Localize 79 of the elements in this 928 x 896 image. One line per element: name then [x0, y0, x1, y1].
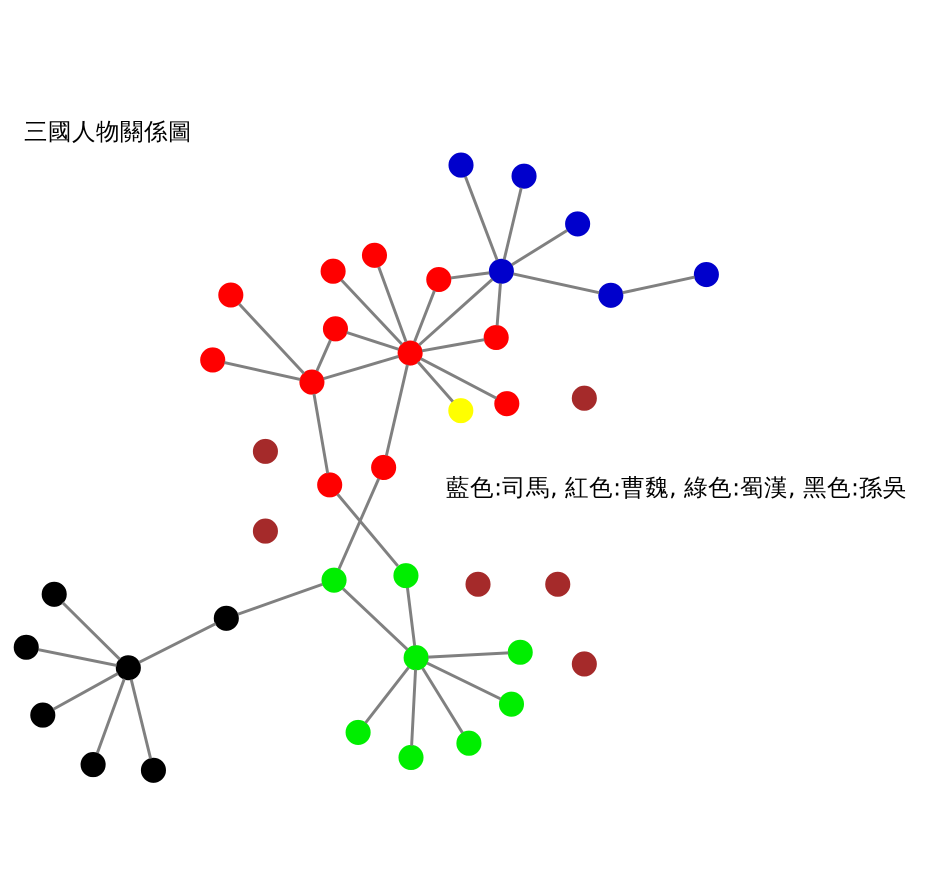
diagram-title: 三國人物關係圖	[24, 117, 192, 146]
connector	[511, 228, 568, 266]
connector	[422, 338, 485, 352]
node-circle	[80, 752, 106, 777]
connector	[237, 582, 323, 616]
node-circle	[465, 571, 491, 596]
connector	[364, 666, 410, 724]
node-circle	[512, 163, 537, 188]
connector	[336, 492, 399, 566]
connector	[138, 622, 216, 664]
connector	[426, 661, 502, 700]
connector	[384, 364, 409, 456]
connector	[338, 478, 380, 570]
connector	[96, 678, 126, 753]
node-circle	[252, 438, 278, 464]
node-circle	[694, 261, 719, 287]
connector	[496, 282, 502, 326]
connector	[346, 330, 399, 350]
connector	[410, 669, 418, 746]
node-circle	[214, 605, 239, 630]
connector	[420, 356, 498, 399]
connector	[224, 360, 300, 380]
node-circle	[371, 454, 396, 480]
connector	[416, 360, 454, 402]
node-circle	[362, 242, 388, 268]
node-circle	[398, 340, 423, 366]
node-circle	[322, 567, 347, 592]
node-circle	[116, 654, 141, 680]
connector	[377, 266, 408, 342]
node-circle	[252, 518, 278, 544]
connector	[130, 678, 152, 759]
node-circle	[572, 385, 597, 410]
node-circle	[484, 324, 509, 350]
node-circle	[498, 691, 524, 716]
node-circle	[393, 562, 418, 588]
node-circle	[346, 719, 371, 744]
connector	[513, 272, 600, 294]
node-circle	[398, 744, 424, 770]
connector	[418, 278, 494, 346]
node-circle	[598, 282, 624, 308]
connector	[238, 302, 305, 374]
node-circle	[320, 258, 346, 284]
node-circle	[140, 757, 166, 782]
connector	[450, 270, 490, 279]
connector	[312, 393, 330, 473]
node-circle	[494, 390, 520, 416]
node-circle	[565, 210, 590, 236]
connector	[421, 666, 464, 733]
connector	[342, 587, 408, 650]
node-circle	[200, 346, 226, 372]
connector	[52, 672, 119, 710]
node-circle	[448, 152, 474, 178]
connector	[316, 339, 332, 371]
connector	[38, 648, 117, 666]
connector	[413, 290, 436, 342]
node-circle	[218, 282, 244, 308]
node-circle	[14, 634, 39, 660]
node-circle	[299, 369, 324, 394]
node-circle	[30, 702, 56, 728]
node-circle	[456, 730, 482, 756]
node-circle	[508, 639, 533, 664]
connector	[62, 601, 121, 660]
node-circle	[317, 472, 342, 497]
node-circle	[404, 644, 429, 670]
node-circle	[322, 316, 348, 341]
label: 藍色:司馬, 紅色:曹魏, 綠色:蜀漢, 黑色:孫吳	[446, 472, 908, 501]
connector	[406, 587, 416, 646]
connector	[502, 186, 523, 260]
node-circle	[488, 258, 514, 284]
connector	[323, 354, 399, 380]
connector	[622, 275, 695, 294]
node-circle	[42, 581, 67, 606]
node-circle	[426, 266, 452, 292]
node-circle	[572, 650, 597, 676]
connector	[428, 650, 508, 658]
connector	[464, 176, 498, 260]
node-circle	[545, 571, 570, 596]
node-circle	[448, 398, 474, 423]
connector	[340, 278, 403, 345]
